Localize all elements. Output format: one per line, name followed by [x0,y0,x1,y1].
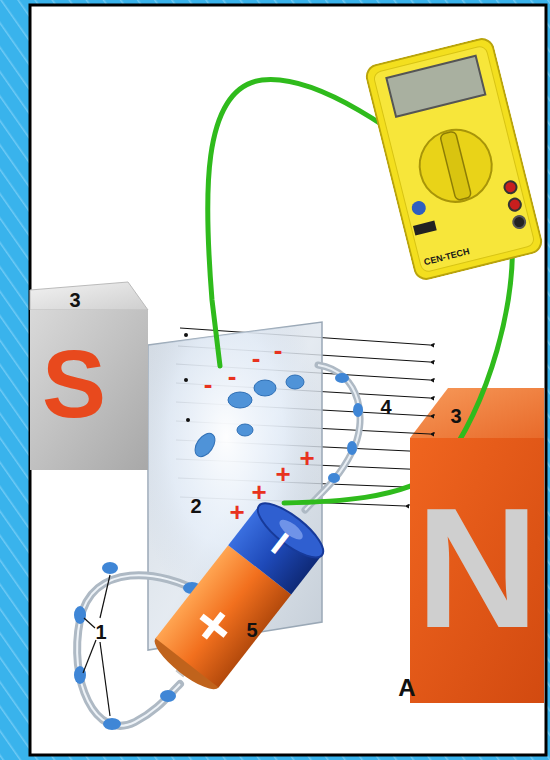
multimeter-shape [363,35,545,282]
callout-number: 1 [95,622,106,642]
wire-highlight [305,365,360,510]
charge-sign: + [299,445,314,471]
charge-sign: - [274,337,283,363]
charge-sign: - [228,363,237,389]
callout-number: 5 [246,620,257,640]
multimeter: CEN-TECH [363,35,545,282]
white-panel [30,5,546,755]
leader-lines [83,575,110,716]
north-magnet: N [410,438,544,703]
charge-sign: + [251,479,266,505]
wire [305,365,360,510]
callout-number: 3 [69,290,80,310]
charge-sign: + [229,499,244,525]
magnet-top-face [30,282,148,310]
callout-number: 4 [380,397,391,417]
south-magnet: S [30,310,148,470]
charge-sign: - [204,371,213,397]
charge-sign: - [252,345,261,371]
callout-number: 3 [450,406,461,426]
charge-sign: + [275,461,290,487]
south-magnet-text: S [42,336,106,432]
north-magnet-text: N [416,483,539,653]
magnet-top-face [410,388,544,438]
figure-letter: A [398,676,415,700]
field-line-ends [184,333,190,422]
callout-number: 2 [190,496,201,516]
wire-beads [328,373,363,483]
